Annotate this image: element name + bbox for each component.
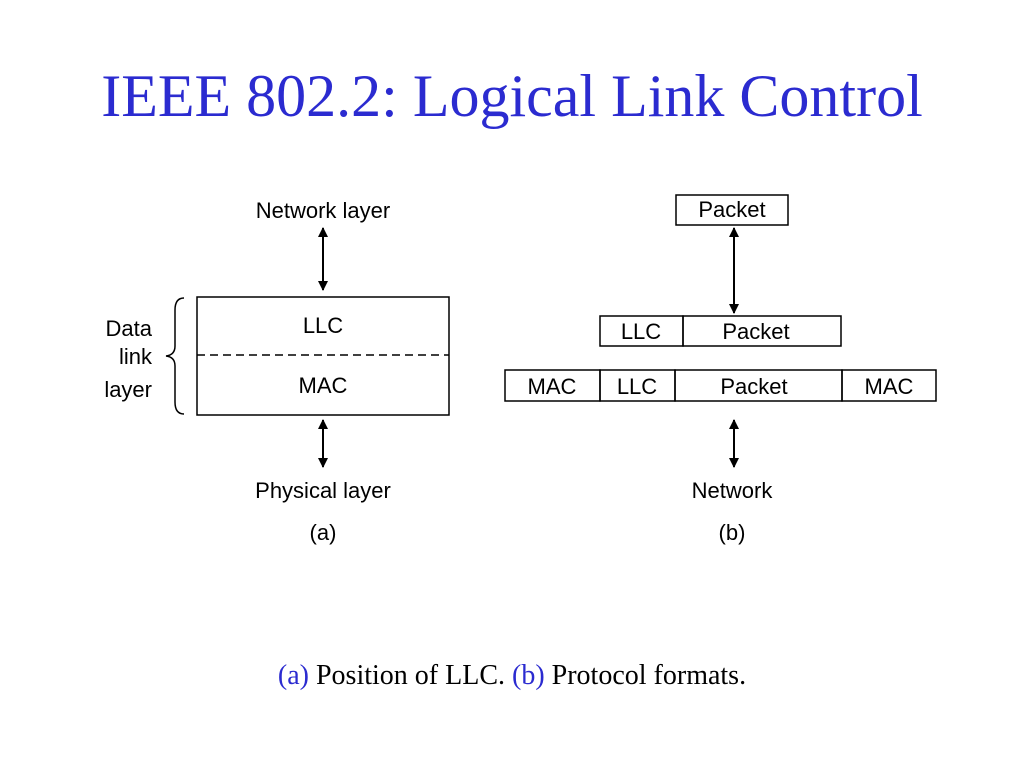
data-link-brace bbox=[165, 297, 185, 415]
llc-frame-packet-cell bbox=[682, 315, 842, 347]
llc-frame-packet-label: Packet bbox=[722, 319, 789, 344]
network-layer-label: Network layer bbox=[256, 198, 390, 223]
physical-layer-label: Physical layer bbox=[255, 478, 391, 503]
llc-frame: LLC Packet bbox=[599, 315, 842, 347]
sublabel-b: (b) bbox=[719, 520, 746, 545]
mac-frame-mac-trailer-cell bbox=[841, 369, 937, 402]
mac-frame-llc-label: LLC bbox=[617, 374, 657, 399]
mac-frame-mac-trailer-label: MAC bbox=[865, 374, 914, 399]
caption-tag-a: (a) bbox=[277, 660, 309, 691]
packet-top-label: Packet bbox=[698, 197, 765, 222]
mac-frame-packet-label: Packet bbox=[720, 374, 787, 399]
slide-title: IEEE 802.2: Logical Link Control bbox=[101, 63, 923, 129]
mac-frame-mac-header-label: MAC bbox=[528, 374, 577, 399]
data-link-box bbox=[196, 296, 450, 416]
network-label: Network bbox=[692, 478, 774, 503]
caption-tag-b: (b) bbox=[512, 660, 545, 691]
mac-frame: MAC LLC Packet MAC bbox=[504, 369, 937, 402]
figure-caption: (a) Position of LLC. (b) Protocol format… bbox=[0, 656, 1024, 696]
caption-text-b: Protocol formats. bbox=[544, 660, 747, 691]
sublabel-a: (a) bbox=[310, 520, 337, 545]
bracket-label-link: link bbox=[119, 344, 153, 369]
llc-frame-llc-label: LLC bbox=[621, 319, 661, 344]
bracket-label-layer: layer bbox=[104, 377, 152, 402]
diagram-b: Packet LLC Packet MAC LLC Packet MAC Net… bbox=[504, 194, 937, 545]
llc-sublayer-label: LLC bbox=[303, 313, 343, 338]
diagram-a: Network layer LLC MAC Data link layer Ph… bbox=[104, 198, 450, 545]
packet-top-box bbox=[675, 194, 789, 226]
bracket-label-data: Data bbox=[106, 316, 153, 341]
mac-sublayer-label: MAC bbox=[299, 373, 348, 398]
caption-text-a: Position of LLC. bbox=[308, 660, 512, 691]
